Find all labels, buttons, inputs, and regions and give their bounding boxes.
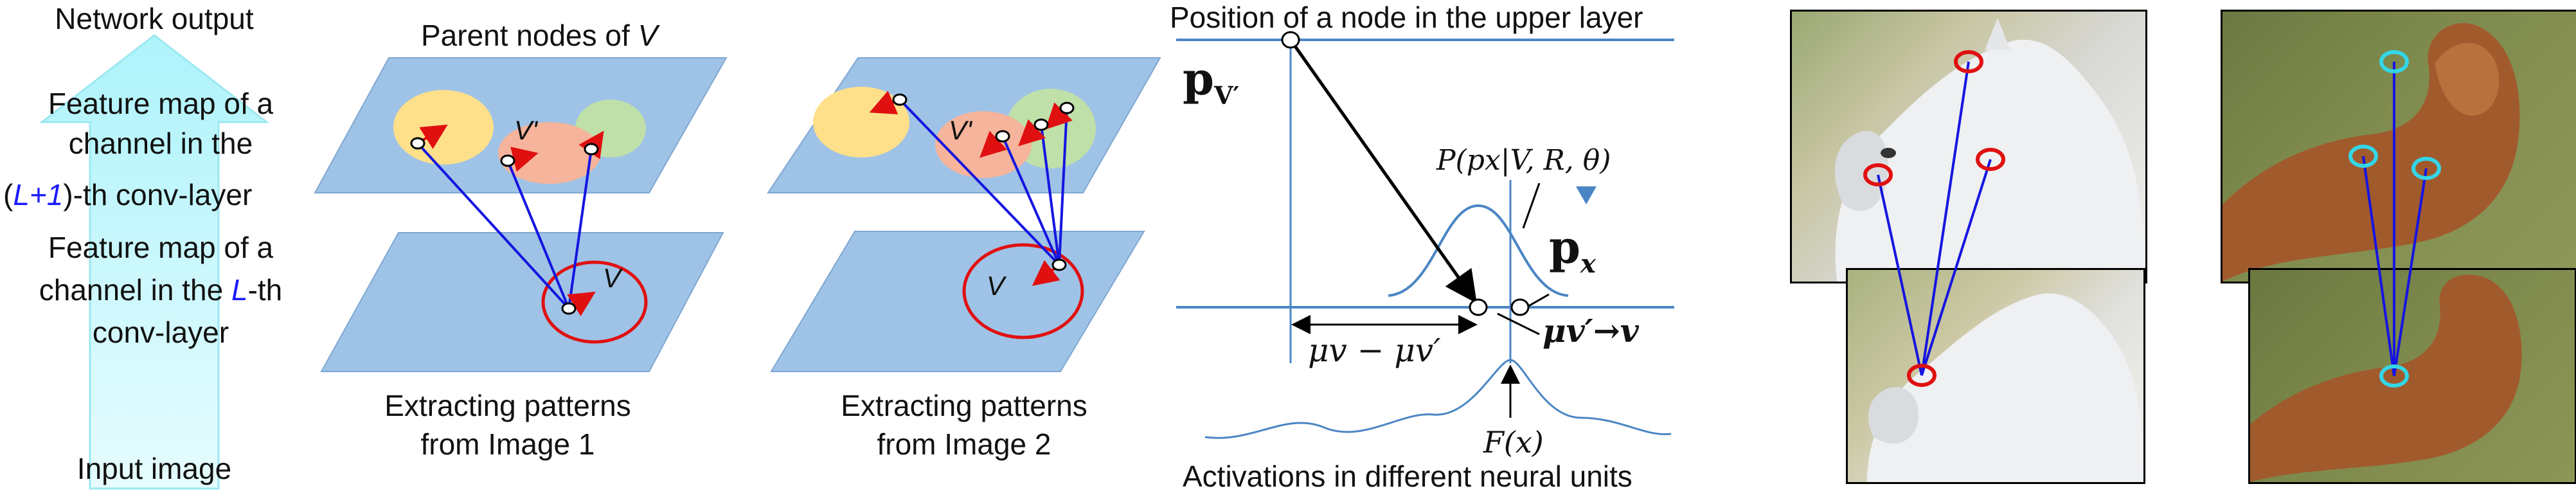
- image2-edges: [899, 98, 1068, 266]
- gaussian-curve: [1388, 204, 1569, 297]
- brown-horse-lower-photo: [2248, 268, 2576, 484]
- image1-nodes: [410, 137, 599, 315]
- center-nodes: [1281, 31, 1530, 316]
- upper-feature-map-label-line1: Feature map of a: [48, 87, 274, 120]
- th-suffix: -th: [247, 273, 283, 307]
- lower-feature-map-label-line3: conv-layer: [92, 316, 229, 349]
- brown-horse-cyan-circles: [2348, 50, 2441, 388]
- conv-layer-suffix: )-th conv-layer: [63, 178, 253, 211]
- white-horse-red-circles: [1863, 50, 2005, 387]
- prob-pointer: [1522, 183, 1541, 229]
- brown-horse-edges: [2362, 62, 2428, 377]
- p-vprime-base: p: [1183, 52, 1214, 105]
- white-horse-lower-drawing: [1867, 293, 2143, 482]
- image2-nodes: [892, 93, 1075, 271]
- image2-vprime-label: V': [949, 115, 972, 145]
- px-label: px: [1549, 225, 1596, 277]
- image2-v-label: V: [987, 271, 1005, 301]
- brown-horse-upper-photo: [2221, 10, 2576, 283]
- white-horse-edges: [1877, 61, 1992, 376]
- p-vprime-sub: V′: [1213, 81, 1240, 110]
- layer-index-l: L: [231, 273, 248, 307]
- deformation-arrow: [1289, 39, 1477, 304]
- mu-pointer: [1497, 312, 1540, 336]
- image1-caption-line1: Extracting patterns: [384, 389, 631, 422]
- image1-caption-line2: from Image 1: [420, 427, 595, 461]
- lower-feature-map-label-line1: Feature map of a: [48, 231, 274, 264]
- channel-in-the-text: channel in the: [39, 273, 231, 307]
- image1-title: Parent nodes of V: [421, 21, 657, 50]
- white-horse-lower-photo: [1846, 268, 2145, 484]
- image1-vprime-label: V': [514, 115, 538, 145]
- network-output-label: Network output: [55, 2, 254, 35]
- lower-feature-map-label-line2: channel in the L-th: [0, 275, 321, 305]
- brown-horse-upper-drawing: [2223, 23, 2520, 282]
- input-image-label: Input image: [76, 452, 232, 485]
- upper-layer-title: Position of a node in the upper layer: [1170, 1, 1643, 34]
- parent-nodes-var: V: [638, 19, 658, 52]
- image2-red-circle: [962, 243, 1084, 339]
- up-arrow-shape: [39, 34, 270, 490]
- activations-caption: Activations in different neural units: [1183, 460, 1632, 493]
- image1-red-circle: [541, 260, 648, 344]
- image1-v-label: V: [603, 263, 622, 293]
- layer-index-l-plus-1: L+1: [13, 178, 64, 211]
- probability-label: P(px|V, R, θ): [1436, 144, 1611, 177]
- blue-triangle-icon: [1576, 186, 1597, 204]
- brown-horse-lower-drawing: [2250, 274, 2522, 482]
- fx-label: F(x): [1483, 425, 1544, 460]
- image2-caption-line2: from Image 2: [877, 427, 1051, 461]
- p-vprime-label: pV′: [1183, 57, 1239, 108]
- px-base: p: [1549, 220, 1580, 274]
- paren-open: (: [3, 178, 13, 211]
- activation-curve: [1204, 359, 1672, 439]
- parent-nodes-text: Parent nodes of: [421, 19, 638, 52]
- px-sub: x: [1580, 249, 1596, 279]
- upper-feature-map-label-line3: (L+1)-th conv-layer: [3, 180, 252, 210]
- px-pointer: [1526, 293, 1550, 309]
- upper-feature-map-label-line2: channel in the: [68, 127, 253, 160]
- mu-arrow-label: μv′→v: [1543, 312, 1639, 350]
- image1-edges: [416, 142, 593, 310]
- mu-difference-label: μv − μv′: [1308, 332, 1441, 369]
- image2-caption-line1: Extracting patterns: [841, 389, 1087, 422]
- white-horse-upper-photo: [1790, 10, 2147, 283]
